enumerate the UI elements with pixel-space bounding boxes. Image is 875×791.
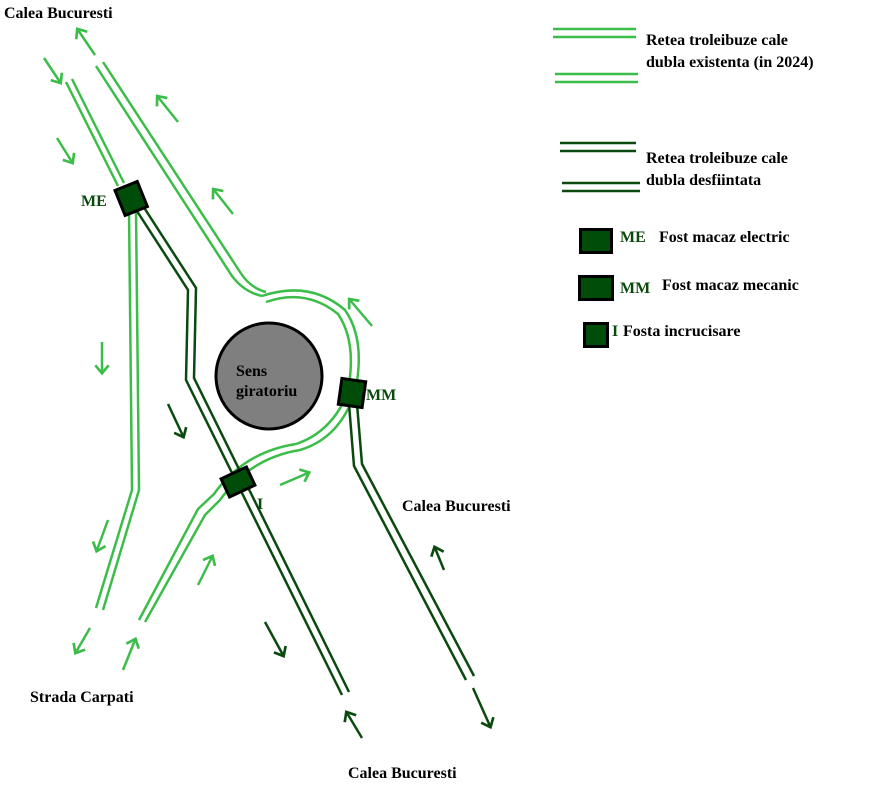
legend-i-code: I	[612, 323, 619, 340]
removed-mm-to-south	[347, 403, 468, 681]
legend-mm-swatch	[578, 275, 614, 301]
mm-switch-box	[336, 376, 368, 410]
legend-i-text: Fosta incrucisare	[623, 323, 741, 340]
roundabout-label-line2: giratoriu	[236, 383, 298, 400]
nw-left-track	[64, 81, 120, 187]
existing-network	[64, 61, 360, 623]
legend-me-code: ME	[620, 229, 646, 246]
arrow	[343, 710, 364, 739]
nw-right-track-2	[101, 61, 267, 294]
legend-mm-text: Fost macaz mecanic	[662, 277, 799, 294]
legend-removed-text: Retea troleibuze cale dubla desfiintata	[646, 148, 788, 191]
carpati-track	[94, 209, 134, 609]
removed-mm-to-south-2	[355, 403, 476, 677]
removed-network	[133, 205, 476, 696]
arrow	[155, 94, 179, 123]
legend-mm-code: MM	[620, 280, 651, 297]
i-crossing-box	[219, 465, 257, 499]
roundabout-circle	[214, 321, 324, 431]
legend-existing-line2: dubla existenta (in 2024)	[646, 53, 814, 71]
arrow	[55, 137, 76, 165]
me-switch-box	[113, 179, 150, 218]
mm-code-label: MM	[366, 387, 397, 404]
roundabout-arc-outer	[261, 289, 360, 393]
arrow	[72, 627, 92, 655]
arrow	[263, 621, 287, 658]
nw-left-track-2	[70, 78, 126, 184]
arrow	[430, 544, 446, 571]
street-label-bottom: Calea Bucuresti	[348, 765, 457, 782]
street-label-carpati: Strada Carpati	[30, 689, 134, 706]
arrow	[166, 403, 188, 440]
street-label-top-left: Calea Bucuresti	[4, 5, 113, 22]
direction-arrows	[42, 27, 495, 739]
carpati-track-2	[101, 209, 141, 611]
legend-removed-line2: dubla desfiintata	[646, 171, 762, 189]
legend-me-text: Fost macaz electric	[659, 229, 790, 246]
roundabout-arc-inner	[265, 295, 353, 391]
arrow	[347, 297, 373, 327]
removed-me-to-south-2	[141, 205, 351, 693]
arrow	[211, 187, 234, 215]
legend-existing-line1: Retea troleibuze cale	[646, 32, 788, 49]
nw-right-track	[94, 65, 263, 298]
legend-me-swatch	[579, 228, 613, 254]
roundabout-label-line1: Sens	[236, 363, 268, 380]
legend-line-samples	[553, 27, 640, 193]
street-label-right: Calea Bucuresti	[402, 498, 511, 515]
legend-existing-text: Retea troleibuze cale dubla existenta (i…	[646, 30, 814, 73]
me-code-label: ME	[81, 193, 107, 210]
removed-me-to-south	[133, 207, 344, 696]
arrow	[279, 468, 312, 487]
arrow	[74, 27, 97, 56]
arrow	[42, 57, 64, 85]
arrow	[121, 636, 140, 671]
legend-i-swatch	[583, 322, 609, 348]
legend-removed-line1: Retea troleibuze cale	[646, 150, 788, 167]
arrow	[196, 553, 217, 586]
switch-markers	[113, 179, 368, 499]
arrow	[471, 687, 495, 730]
arrow	[91, 519, 110, 554]
i-code-label: I	[257, 496, 264, 513]
roundabout-lower-arc-2	[137, 391, 350, 621]
